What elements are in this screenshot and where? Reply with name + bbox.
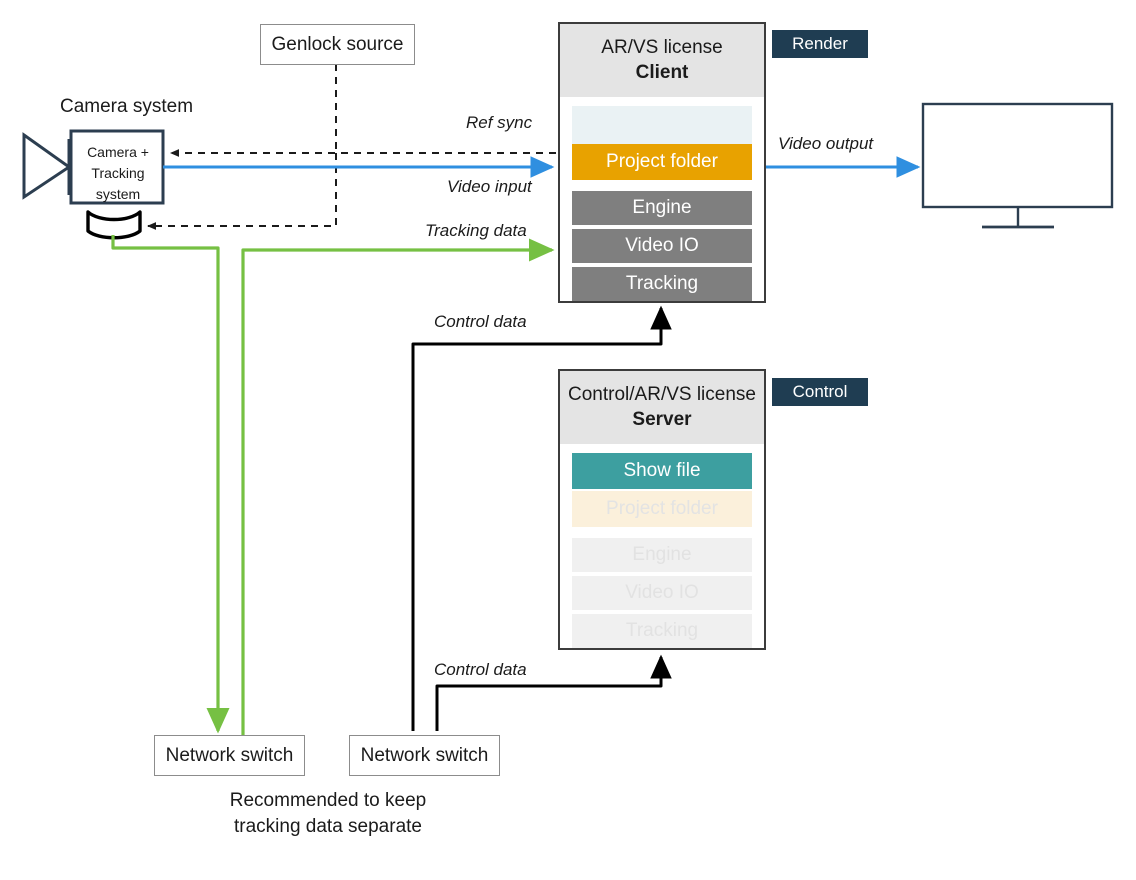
edge-label-ref-sync: Ref sync xyxy=(466,113,533,132)
server-panel[interactable]: Control/AR/VS license Server Show file P… xyxy=(558,369,766,650)
server-row-project-folder[interactable]: Project folder xyxy=(572,491,752,527)
client-row-project-folder[interactable]: Project folder xyxy=(572,144,752,180)
client-license-label: AR/VS license xyxy=(601,37,723,58)
edge-label-tracking-data: Tracking data xyxy=(425,221,527,240)
genlock-dashed-connector xyxy=(147,64,337,230)
client-row-engine[interactable]: Engine xyxy=(572,191,752,225)
client-header: AR/VS license Client xyxy=(560,24,764,97)
client-row-video-io[interactable]: Video IO xyxy=(572,229,752,263)
tracking-note: Recommended to keep tracking data separa… xyxy=(178,788,478,840)
client-panel[interactable]: AR/VS license Client Project folder Engi… xyxy=(558,22,766,303)
client-row-tracking[interactable]: Tracking xyxy=(572,267,752,301)
tracking-note-line-1: Recommended to keep xyxy=(229,790,427,811)
network-switch-left[interactable]: Network switch xyxy=(154,735,305,776)
server-row-engine[interactable]: Engine xyxy=(572,538,752,572)
client-row-blank[interactable] xyxy=(572,106,752,144)
tracking-note-line-2: tracking data separate xyxy=(233,816,422,837)
server-license-label: Control/AR/VS license xyxy=(568,384,756,405)
server-row-tracking[interactable]: Tracking xyxy=(572,614,752,648)
camera-body-line-1: Camera + xyxy=(87,144,149,160)
monitor-icon xyxy=(921,102,1114,229)
genlock-source-box[interactable]: Genlock source xyxy=(260,24,415,65)
server-module-list: Show file Project folder Engine Video IO… xyxy=(560,444,764,662)
server-header: Control/AR/VS license Server xyxy=(560,371,764,444)
network-switch-right[interactable]: Network switch xyxy=(349,735,500,776)
camera-body-label: Camera + Tracking system xyxy=(76,142,160,205)
server-row-show-file[interactable]: Show file xyxy=(572,453,752,489)
edge-label-control-data-top: Control data xyxy=(434,312,527,331)
client-role-label: Client xyxy=(635,62,689,83)
camera-system-label: Camera system xyxy=(60,96,194,117)
camera-body-line-2: Tracking xyxy=(91,165,145,181)
edge-label-video-input: Video input xyxy=(447,177,532,196)
client-module-list: Project folder Engine Video IO Tracking xyxy=(560,97,764,315)
edge-label-video-output: Video output xyxy=(778,134,874,153)
server-row-video-io[interactable]: Video IO xyxy=(572,576,752,610)
server-badge-control: Control xyxy=(772,378,868,406)
server-role-label: Server xyxy=(632,409,692,430)
camera-body-line-3: system xyxy=(95,186,141,202)
edge-label-control-data-bottom: Control data xyxy=(434,660,527,679)
client-badge-render: Render xyxy=(772,30,868,58)
